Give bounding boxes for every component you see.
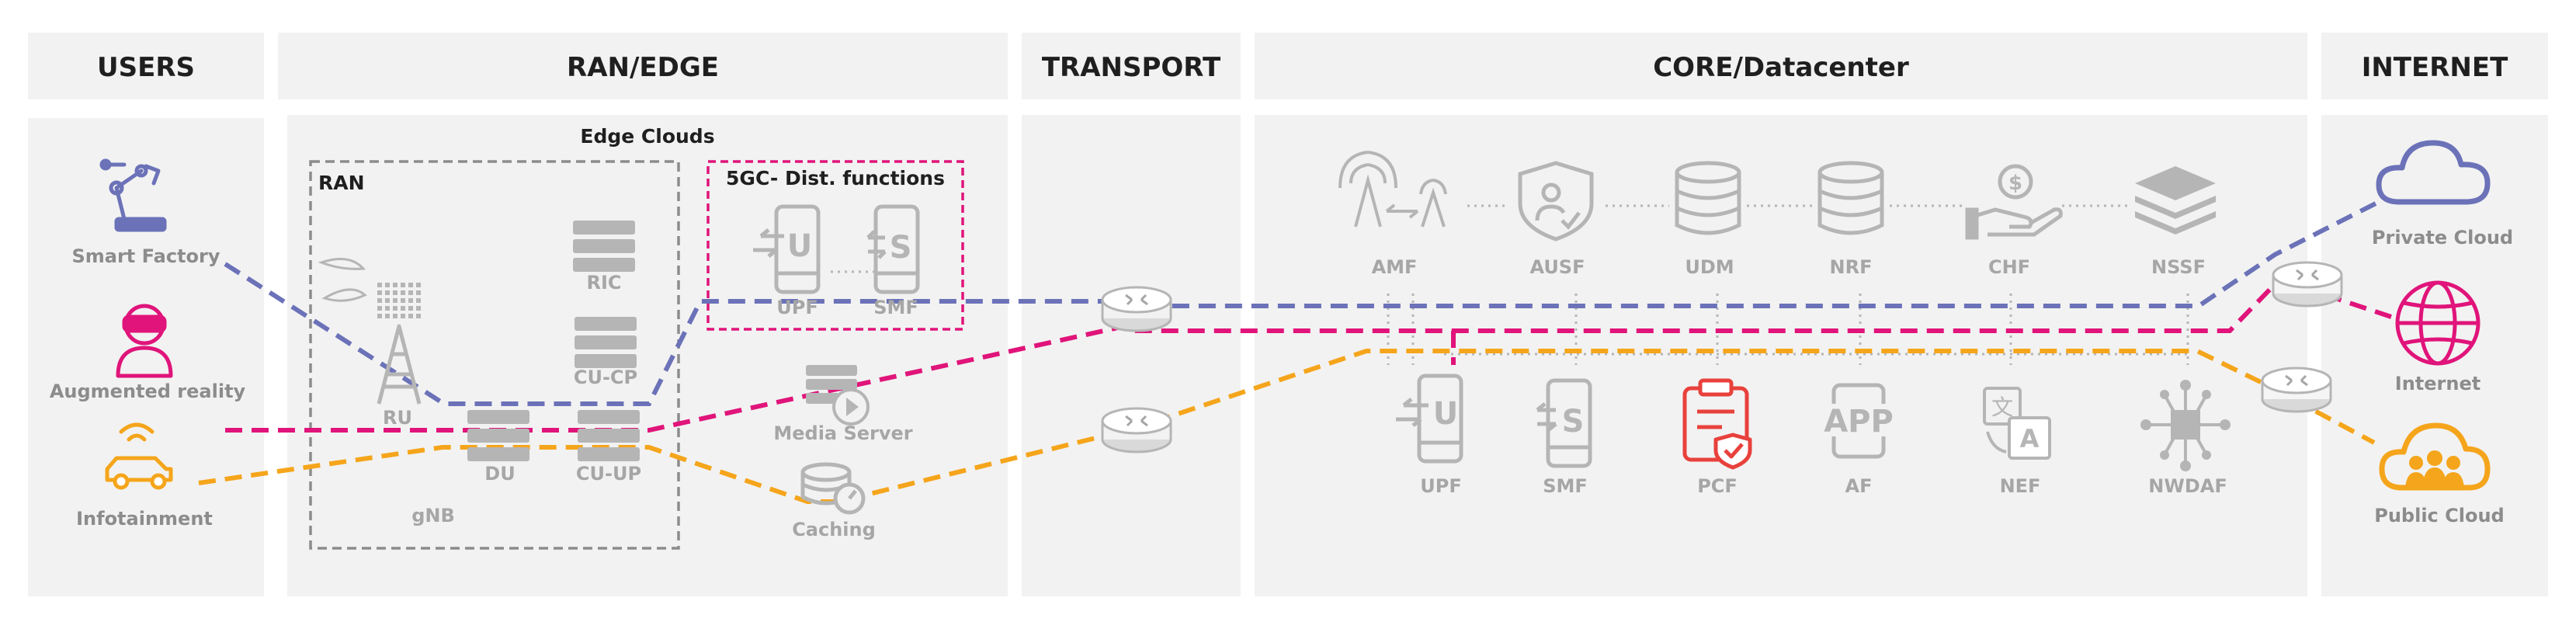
af-app-icon: APP: [1821, 383, 1896, 459]
ran-box: [309, 160, 680, 550]
internet-panel: [2321, 115, 2548, 596]
udm-database-icon: [1675, 161, 1741, 235]
core-header: CORE/Datacenter: [1653, 52, 1909, 83]
core-smf-letter: S: [1562, 404, 1585, 440]
vr-headset-user-icon: [116, 304, 173, 378]
nef-glyph-a: A: [2020, 424, 2040, 453]
internet-router-top-icon: [2272, 261, 2343, 308]
nrf-database-icon: [1817, 161, 1884, 235]
edge-upf-icon: U: [753, 204, 821, 294]
panels: [28, 115, 2548, 596]
public-cloud-icon: [2379, 422, 2491, 491]
gnb-label: gNB: [411, 505, 455, 526]
internet-router-bottom-icon: [2261, 367, 2332, 413]
transport-router-top-icon: [1101, 286, 1172, 332]
internet-label: Internet: [2395, 373, 2481, 394]
core-panel: [1255, 115, 2307, 596]
cu-up-label: CU-UP: [576, 463, 641, 485]
du-label: DU: [484, 463, 515, 485]
nef-glyph-b: 文: [1991, 394, 2013, 420]
amf-label: AMF: [1372, 256, 1418, 278]
nwdaf-label: NWDAF: [2148, 475, 2227, 497]
ran-edge-header: RAN/EDGE: [567, 52, 719, 83]
internet-globe-icon: [2395, 280, 2481, 366]
cu-cp-server-icon: [575, 317, 637, 368]
udm-label: UDM: [1685, 256, 1734, 278]
nrf-label: NRF: [1830, 256, 1873, 278]
transport-header-bg: [1022, 33, 1241, 99]
core-smf-label: SMF: [1543, 475, 1588, 497]
core-upf-label: UPF: [1420, 475, 1461, 497]
media-server-icon: [806, 365, 870, 426]
edge-upf-label: UPF: [776, 297, 818, 318]
robot-arm-icon: [99, 158, 167, 232]
private-cloud-icon: [2376, 140, 2491, 205]
nssf-label: NSSF: [2151, 256, 2206, 278]
cu-up-server-icon: [578, 410, 640, 461]
core-smf-icon: S: [1536, 378, 1592, 468]
pcf-clipboard-icon: [1682, 378, 1752, 470]
infotainment-label: Infotainment: [76, 508, 213, 530]
nssf-layers-icon: [2135, 166, 2216, 235]
edge-clouds-title: Edge Clouds: [580, 125, 714, 148]
edge-smf-icon: S: [866, 204, 920, 294]
five-gc-box: [706, 160, 964, 331]
public-cloud-label: Public Cloud: [2374, 505, 2504, 526]
cell-tower-icon: [377, 324, 422, 405]
transport-panel: [1022, 115, 1241, 596]
five-gc-title: 5GC- Dist. functions: [726, 167, 945, 189]
internet-header-bg: [2321, 33, 2548, 99]
private-cloud-label: Private Cloud: [2372, 227, 2513, 248]
internet-header: INTERNET: [2362, 52, 2508, 83]
users-header-bg: [28, 33, 264, 99]
pcf-label: PCF: [1697, 475, 1738, 497]
ausf-shield-icon: [1518, 161, 1594, 242]
nwdaf-chip-icon: [2140, 380, 2231, 471]
edge-smf-letter: S: [890, 230, 912, 266]
nef-label: NEF: [2000, 475, 2041, 497]
connected-car-icon: [105, 422, 173, 490]
smart-factory-label: Smart Factory: [71, 245, 220, 267]
users-panel: [28, 118, 264, 596]
edge-smf-label: SMF: [873, 297, 918, 318]
caching-database-icon: [800, 462, 866, 515]
ran-edge-header-bg: [278, 33, 1008, 99]
amf-antennas-icon: [1338, 151, 1447, 228]
caching-label: Caching: [792, 519, 876, 540]
ran-title: RAN: [318, 172, 365, 194]
core-upf-icon: U: [1396, 374, 1463, 464]
core-header-bg: [1255, 33, 2307, 99]
edge-upf-letter: U: [787, 228, 812, 264]
transport-router-bottom-icon: [1101, 407, 1172, 453]
af-label: AF: [1845, 475, 1873, 497]
ausf-label: AUSF: [1529, 256, 1585, 278]
core-upf-letter: U: [1433, 396, 1458, 432]
media-server-label: Media Server: [773, 422, 912, 444]
ric-server-icon: [573, 221, 635, 272]
chf-label: CHF: [1988, 256, 2030, 278]
ru-label: RU: [383, 407, 412, 429]
header-row: USERS RAN/EDGE TRANSPORT CORE/Datacenter…: [28, 33, 2548, 99]
transport-header: TRANSPORT: [1042, 52, 1221, 83]
du-server-icon: [467, 410, 529, 461]
infotainment-path: [198, 349, 2376, 504]
chf-dollar-sign: $: [2008, 172, 2022, 195]
chf-money-hand-icon: $: [1965, 164, 2063, 240]
nef-translate-icon: 文 A: [1983, 387, 2051, 460]
antenna-array-icon: [318, 258, 421, 318]
augmented-reality-path: [225, 276, 2392, 433]
ric-label: RIC: [586, 272, 621, 294]
cu-cp-label: CU-CP: [574, 367, 637, 388]
augmented-reality-label: Augmented reality: [50, 380, 246, 402]
users-header: USERS: [97, 52, 195, 83]
af-app-text: APP: [1824, 404, 1894, 440]
